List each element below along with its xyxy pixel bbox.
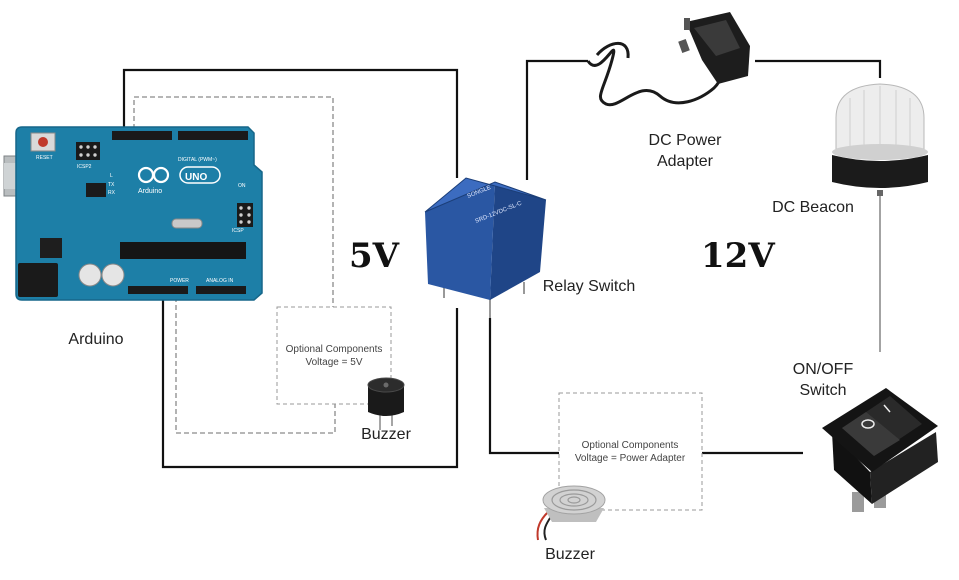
capacitors [78, 263, 125, 287]
board-uno-text: UNO [185, 172, 207, 183]
buzzer-12v-label: Buzzer [545, 546, 595, 563]
atmega-chip [120, 242, 246, 259]
arduino-uno: RESET ICSP2 Arduino UNO DIGITAL (PWM~) T… [3, 126, 263, 301]
board-digital-text: DIGITAL (PWM~) [178, 157, 217, 163]
board-reset-text: RESET [36, 155, 53, 161]
wire-arduino-to-relay-top [122, 68, 459, 178]
wire-relay-to-adapter [525, 59, 588, 180]
uno-badge [179, 166, 221, 184]
relay-switch-label: Relay Switch [542, 278, 636, 295]
optional-5v-voltage: Voltage = 5V [306, 357, 363, 368]
optional-5v-title: Optional Components [286, 344, 383, 355]
board-icsp2-text: ICSP2 [77, 164, 92, 170]
dashed-wire-arduino-to-buzzer [133, 96, 334, 307]
board-l-text: L [110, 173, 113, 179]
board-power-text: POWER [170, 278, 189, 284]
board-tx-text: TX [108, 182, 115, 188]
voltage-12v-label: 12V [701, 236, 775, 276]
wires-5v [122, 68, 459, 469]
voltage-5v-label: 5V [349, 236, 400, 276]
regulator [40, 238, 62, 258]
on-off-switch-label: ON/OFF Switch [792, 361, 854, 399]
dc-beacon-label: DC Beacon [772, 199, 854, 216]
optional-12v-voltage: Voltage = Power Adapter [575, 453, 686, 464]
board-brand-text: Arduino [138, 188, 162, 195]
on-off-switch [822, 388, 938, 512]
digital-header [112, 131, 248, 140]
dashed-wire-buzzer-to-arduino [175, 297, 336, 434]
crystal [171, 218, 203, 229]
dc-power-adapter [586, 12, 750, 107]
board-analog-text: ANALOG IN [206, 278, 234, 284]
icsp-header [237, 203, 253, 227]
board-icsp-text: ICSP [232, 228, 244, 234]
arduino-label: Arduino [68, 331, 124, 348]
usb-chip [86, 183, 106, 197]
dashed-wires-5v [133, 96, 336, 434]
optional-12v-title: Optional Components [582, 440, 679, 451]
board-on-text: ON [238, 183, 246, 189]
dc-jack [18, 263, 58, 297]
icsp2-header [76, 142, 100, 160]
power-analog-headers [128, 286, 246, 294]
board-rx-text: RX [108, 190, 116, 196]
buzzer-5v-label: Buzzer [361, 426, 411, 443]
relay-switch: SONGLE SRD-12VDC-SL-C [424, 177, 547, 318]
arduino-logo [137, 166, 170, 184]
wire-adapter-to-beacon [755, 59, 882, 78]
buzzer-5v-icon [367, 377, 405, 430]
dc-beacon [832, 83, 928, 196]
buzzer-12v-icon [536, 485, 606, 541]
wire-arduino-gnd-to-relay [161, 297, 459, 469]
dc-power-adapter-label: DC Power Adapter [648, 132, 722, 170]
